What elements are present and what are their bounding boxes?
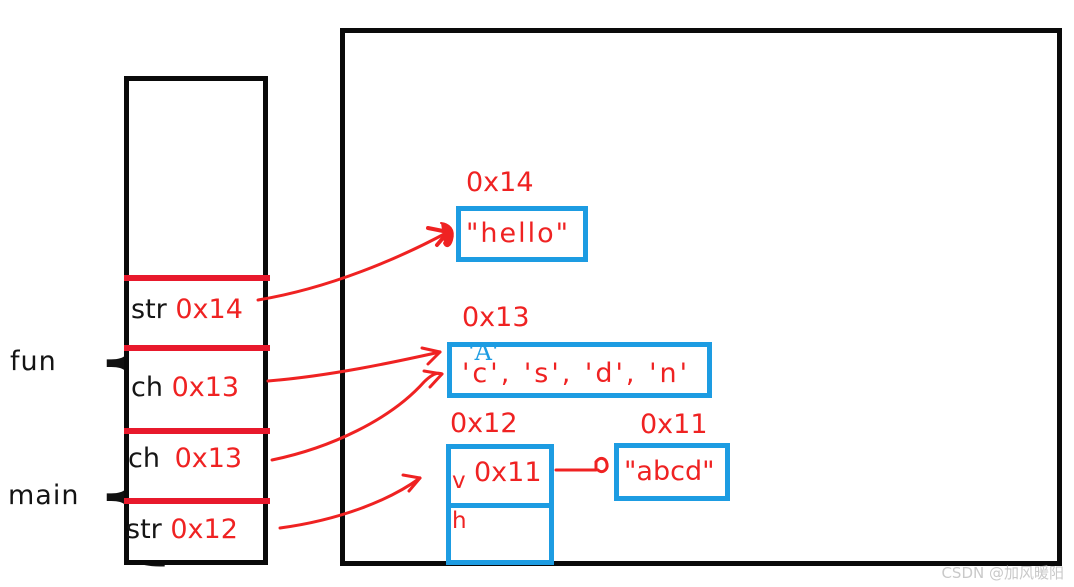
address-label-0x12: 0x12 [450,408,518,439]
heap-block-0x12-cell-value-v: 0x11 [474,457,542,488]
stack-row-value: 0x14 [175,294,243,325]
stack-row-var: str [131,294,167,325]
address-label-0x14: 0x14 [466,167,534,198]
stack-row-var: str [126,514,162,545]
stack-row-var: ch [131,372,163,403]
watermark: CSDN @加风暖阳 [941,564,1064,582]
stack-divider-2 [124,345,270,351]
heap-block-0x11 [614,443,730,501]
heap-block-0x13-content: 'c', 's', 'd', 'n' [462,358,691,389]
heap-block-0x12-cell-label-v: v [452,468,466,494]
stack-row-value: 0x12 [170,514,238,545]
stack-frame [124,76,268,565]
heap-block-0x13-annotation: 'A' [468,338,499,366]
heap-block-0x11-content: "abcd" [624,456,715,487]
stack-divider-4 [124,498,270,504]
heap-block-0x14-content: "hello" [466,218,571,249]
stack-row: ch 0x13 [131,372,239,403]
stack-row-value: 0x13 [171,372,240,403]
stack-row: str 0x12 [126,514,238,545]
scope-label-fun: fun [10,346,57,377]
heap-block-0x13 [447,342,712,398]
stack-row: ch 0x13 [128,443,242,474]
stack-row: str 0x14 [131,294,243,325]
heap-block-0x14 [456,206,588,262]
heap-block-0x12-cell-label-h: h [452,508,467,534]
address-label-0x11: 0x11 [640,409,708,440]
stack-divider-1 [124,275,270,281]
scope-label-main: main [8,480,80,511]
heap-block-0x12-divider [446,503,554,508]
address-label-0x13: 0x13 [462,302,530,333]
stack-row-var: ch [128,443,160,474]
stack-divider-3 [124,428,270,434]
stack-row-value: 0x13 [174,443,243,474]
